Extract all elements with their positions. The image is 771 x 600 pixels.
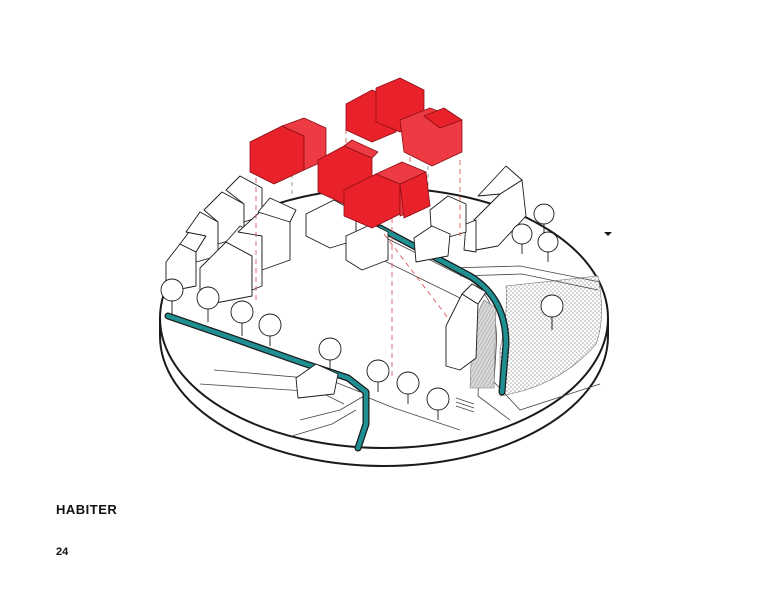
page-number: 24 [56, 546, 69, 558]
existing-buildings [165, 165, 527, 399]
tree-icon [540, 294, 564, 330]
crosswalk [455, 397, 475, 413]
tree-icon [196, 286, 220, 322]
tree-icon [426, 387, 450, 420]
building [463, 219, 477, 253]
tree-icon [396, 371, 420, 404]
tree-icon [258, 313, 282, 346]
building [295, 363, 339, 399]
building [185, 211, 219, 263]
trees [160, 203, 564, 420]
building [461, 283, 487, 305]
river [164, 224, 510, 452]
new-building [423, 107, 463, 129]
new-building [399, 171, 431, 219]
building [413, 225, 451, 263]
projection-lines-grey [291, 166, 429, 196]
building [257, 197, 297, 223]
building [477, 165, 523, 197]
new-building [249, 125, 305, 185]
page-caption: HABITER [56, 502, 118, 517]
new-building [343, 139, 379, 159]
tree-icon [537, 231, 559, 262]
tree-icon [160, 278, 184, 314]
building [225, 225, 263, 291]
tree-icon [511, 223, 533, 254]
new-housing-volumes [249, 77, 463, 229]
north-marker [604, 232, 612, 236]
tree-icon [318, 337, 342, 370]
tree-icon [230, 300, 254, 336]
tree-icon [366, 359, 390, 392]
tree-icon [533, 203, 555, 236]
